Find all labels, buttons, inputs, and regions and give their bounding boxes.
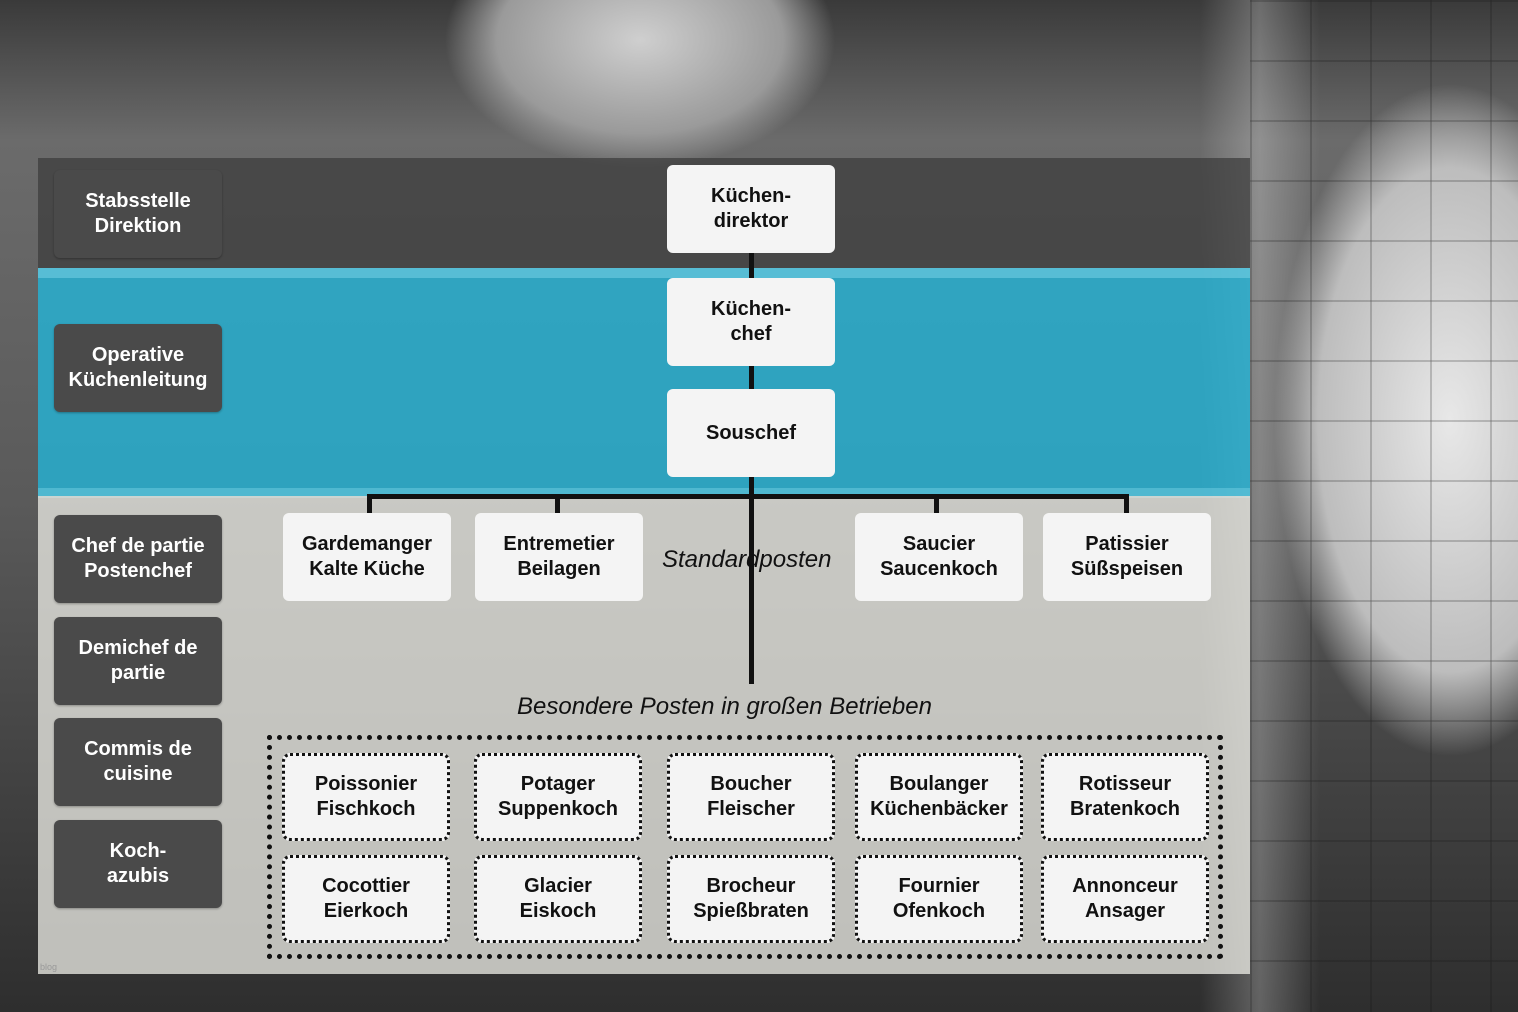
node-boucher: Boucher Fleischer: [667, 753, 835, 841]
special-posts-frame: [267, 735, 1223, 959]
node-brocheur: Brocheur Spießbraten: [667, 855, 835, 943]
special-posts-label: Besondere Posten in großen Betrieben: [517, 693, 932, 720]
band-operative-management: [38, 268, 1250, 496]
level-commis: Commis de cuisine: [54, 718, 222, 806]
node-entremetier: Entremetier Beilagen: [475, 513, 643, 601]
watermark-text: blog: [40, 962, 58, 972]
node-glacier: Glacier Eiskoch: [474, 855, 642, 943]
node-rotisseur: Rotisseur Bratenkoch: [1041, 753, 1209, 841]
node-kuechenchef: Küchen- chef: [667, 278, 835, 366]
level-operative: Operative Küchenleitung: [54, 324, 222, 412]
node-souschef: Souschef: [667, 389, 835, 477]
connector-standard-horizontal: [367, 494, 1129, 499]
node-annonceur: Annonceur Ansager: [1041, 855, 1209, 943]
node-fournier: Fournier Ofenkoch: [855, 855, 1023, 943]
level-chef-de-partie: Chef de partie Postenchef: [54, 515, 222, 603]
node-potager: Potager Suppenkoch: [474, 753, 642, 841]
node-patissier: Patissier Süßspeisen: [1043, 513, 1211, 601]
node-kuechendirektor: Küchen- direktor: [667, 165, 835, 253]
level-kochazubis: Koch- azubis: [54, 820, 222, 908]
band-staff-management: [38, 158, 1250, 268]
node-cocottier: Cocottier Eierkoch: [282, 855, 450, 943]
band-operative-top-edge: [38, 268, 1250, 278]
connector-saucier: [934, 494, 939, 518]
level-stabsstelle: Stabsstelle Direktion: [54, 170, 222, 258]
node-saucier: Saucier Saucenkoch: [855, 513, 1023, 601]
connector-patissier: [1124, 494, 1129, 518]
connector-entremetier: [555, 494, 560, 518]
node-poissonier: Poissonier Fischkoch: [282, 753, 450, 841]
standard-posts-label: Standardposten: [662, 546, 832, 573]
connector-gardemanger: [367, 494, 372, 518]
band-operative-bottom-edge: [38, 488, 1250, 498]
tile-wall-background: [1250, 0, 1518, 1012]
node-boulanger: Boulanger Küchenbäcker: [855, 753, 1023, 841]
node-gardemanger: Gardemanger Kalte Küche: [283, 513, 451, 601]
level-demichef: Demichef de partie: [54, 617, 222, 705]
